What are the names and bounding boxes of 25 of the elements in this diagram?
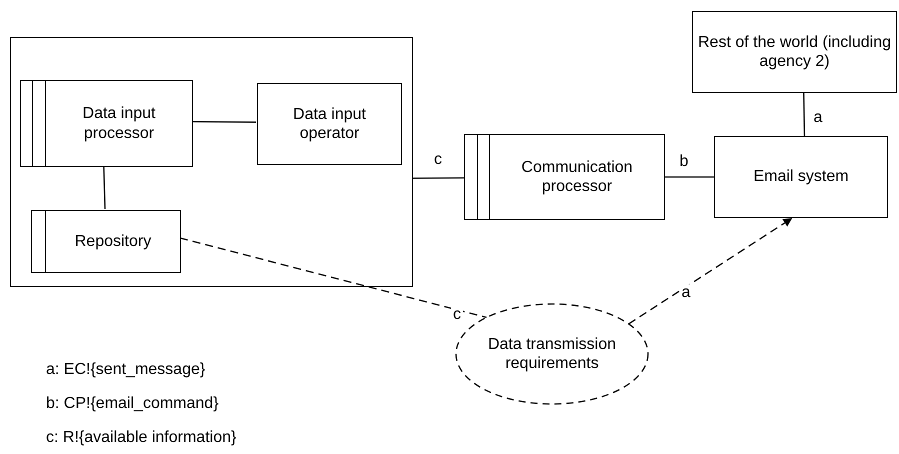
connector-line <box>180 237 487 318</box>
connector-line <box>103 166 106 210</box>
legend-note: c: R!{available information} <box>46 429 236 447</box>
external-entity-box <box>692 11 897 93</box>
process-box <box>20 80 193 167</box>
external-entity-box <box>714 136 888 218</box>
node-label: Email system <box>753 167 849 187</box>
node-label: Data transmission requirements <box>486 334 618 374</box>
node-label: Repository <box>74 232 152 252</box>
legend-note: b: CP!{email_command} <box>46 395 219 413</box>
process-box <box>464 134 665 220</box>
legend-note: a: EC!{sent_message} <box>46 361 206 379</box>
arrow <box>628 217 793 324</box>
node-label: Rest of the world (including agency 2) <box>697 32 892 72</box>
connector-line <box>803 92 806 136</box>
system-boundary-box <box>10 37 413 287</box>
node-label: Communication processor <box>520 158 634 196</box>
requirement-ellipse <box>455 303 649 405</box>
node-label: Data input operator <box>292 104 367 144</box>
data-store-box <box>31 210 181 273</box>
node-label: Data input processor <box>82 104 156 143</box>
external-entity-box <box>257 83 402 165</box>
connector-line <box>192 120 256 123</box>
connector-line <box>665 176 714 178</box>
connector-line <box>413 177 464 179</box>
